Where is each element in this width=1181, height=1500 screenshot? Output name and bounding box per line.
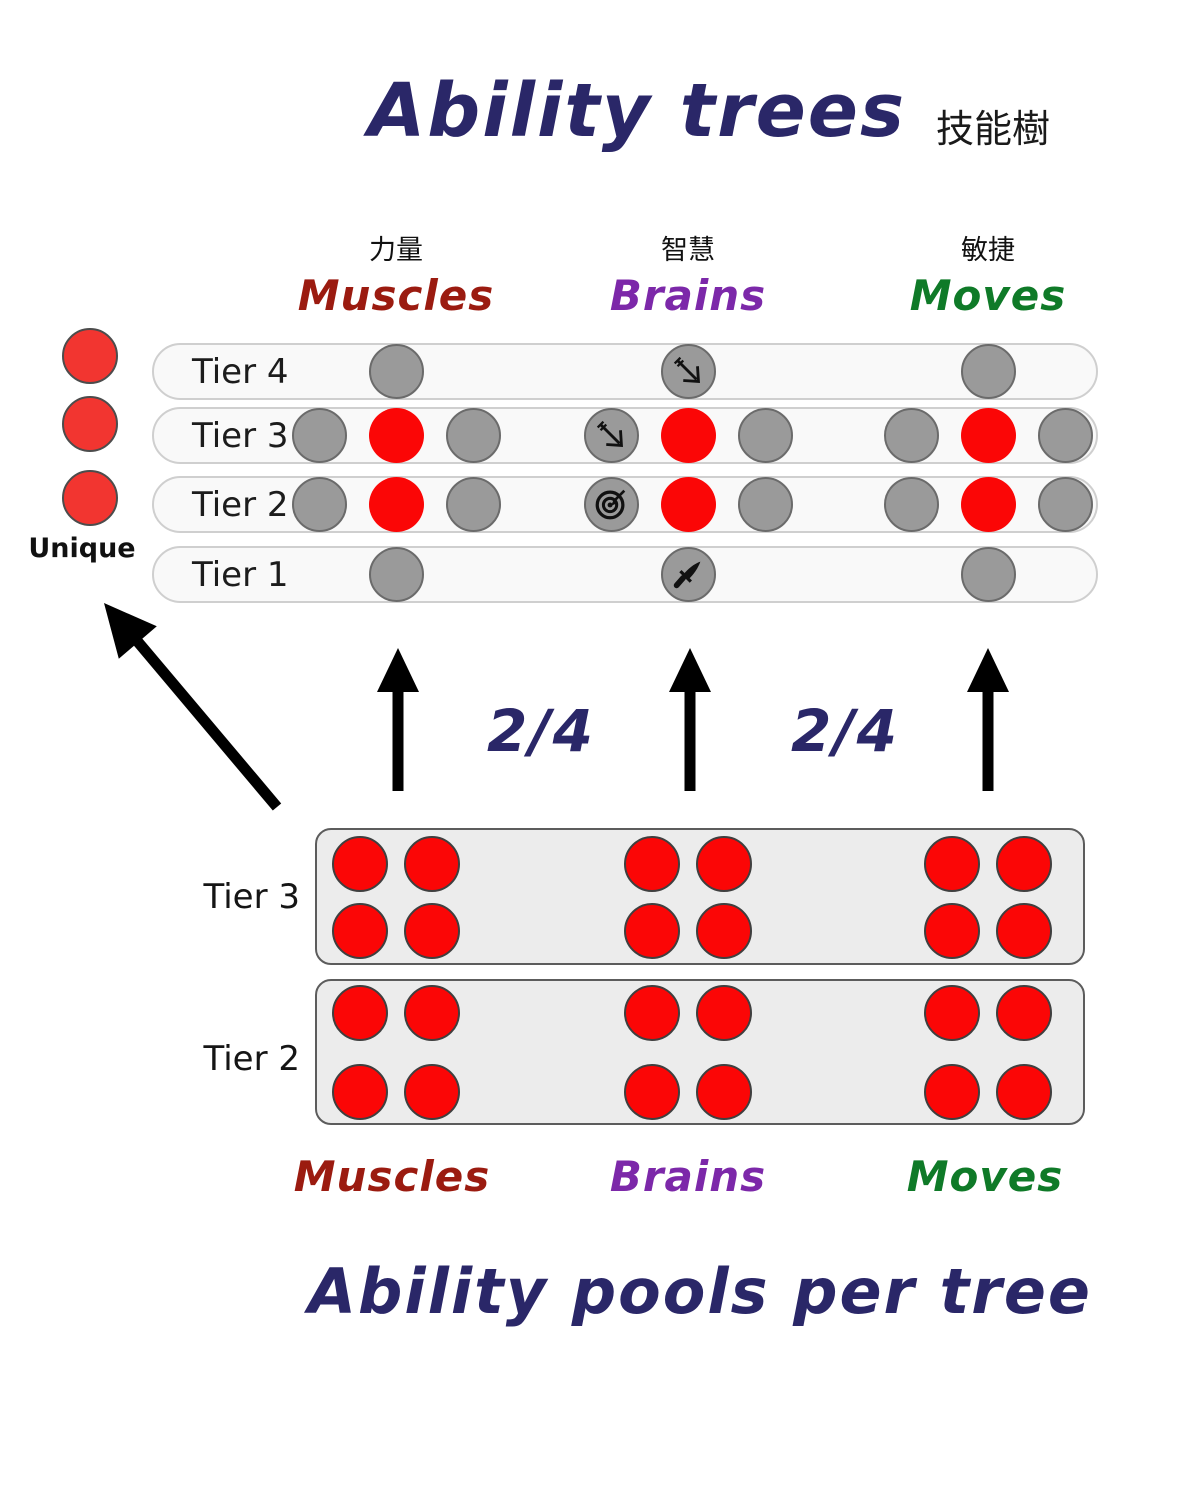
tier-row-label: Tier 1 — [192, 554, 289, 595]
column-header-muscles: 力量 Muscles — [236, 228, 556, 320]
pool-ability-dot — [404, 836, 460, 892]
ratio-label: 2/4 — [791, 697, 899, 765]
pool-ability-dot — [924, 985, 980, 1041]
pool-ability-dot — [996, 985, 1052, 1041]
gray-ability-dot — [368, 343, 424, 399]
gray-ability-dot — [737, 476, 793, 532]
pool-ability-dot — [924, 1064, 980, 1120]
red-ability-dot — [660, 407, 716, 463]
red-ability-dot — [368, 476, 424, 532]
pool-ability-dot — [996, 1064, 1052, 1120]
pool-row-label: Tier 2 — [203, 1039, 300, 1079]
tier-row-label: Tier 4 — [192, 351, 289, 392]
gray-ability-dot — [445, 407, 501, 463]
pool-ability-dot — [696, 903, 752, 959]
pool-ability-dot — [696, 1064, 752, 1120]
column-header-cjk: 敏捷 — [961, 235, 1015, 266]
page-caption: Ability pools per tree — [308, 1255, 1092, 1328]
knife-icon — [660, 546, 716, 602]
arrow-icon — [583, 407, 639, 463]
pool-ability-dot — [404, 1064, 460, 1120]
pool-ability-dot — [404, 985, 460, 1041]
pool-ability-dot — [332, 1064, 388, 1120]
pool-ability-dot — [996, 836, 1052, 892]
pool-column-label-muscles: Muscles — [293, 1152, 491, 1201]
page-title-cjk: 技能樹 — [936, 107, 1051, 151]
gray-ability-dot — [368, 546, 424, 602]
pool-ability-dot — [624, 836, 680, 892]
pool-ability-dot — [404, 903, 460, 959]
column-header-label: Moves — [909, 271, 1067, 320]
gray-ability-dot — [1037, 476, 1093, 532]
column-header-cjk: 力量 — [369, 235, 423, 266]
red-ability-dot — [368, 407, 424, 463]
pool-ability-dot — [924, 903, 980, 959]
up-arrow-muscles — [377, 648, 419, 791]
pool-ability-dot — [332, 985, 388, 1041]
title-row: Ability trees 技能樹 — [368, 74, 1050, 153]
red-ability-dot — [660, 476, 716, 532]
column-header-label: Brains — [609, 271, 767, 320]
column-header-brains: 智慧 Brains — [528, 228, 848, 320]
tier-row: Tier 1 — [152, 546, 1098, 603]
gray-ability-dot — [737, 407, 793, 463]
pool-ability-dot — [696, 836, 752, 892]
gray-ability-dot — [1037, 407, 1093, 463]
red-ability-dot — [960, 407, 1016, 463]
gray-ability-dot — [291, 476, 347, 532]
unique-label: Unique — [28, 533, 136, 564]
tier-row-label: Tier 2 — [192, 484, 289, 525]
gray-ability-dot — [883, 407, 939, 463]
column-header-moves: 敏捷 Moves — [828, 228, 1148, 320]
pool-column-label-moves: Moves — [906, 1152, 1064, 1201]
gray-ability-dot — [445, 476, 501, 532]
pool-ability-dot — [332, 903, 388, 959]
red-ability-dot — [960, 476, 1016, 532]
pool-ability-dot — [996, 903, 1052, 959]
tier-row: Tier 4 — [152, 343, 1098, 400]
arrow-icon — [660, 343, 716, 399]
target-icon — [583, 476, 639, 532]
up-arrow-brains — [669, 648, 711, 791]
pool-ability-dot — [624, 903, 680, 959]
pool-ability-dot — [696, 985, 752, 1041]
ratio-label: 2/4 — [487, 697, 595, 765]
tier-row-label: Tier 3 — [192, 415, 289, 456]
page-title: Ability trees — [368, 68, 907, 154]
pool-ability-dot — [624, 985, 680, 1041]
pool-ability-dot — [332, 836, 388, 892]
column-header-label: Muscles — [297, 271, 495, 320]
unique-arrow — [104, 603, 282, 811]
up-arrow-moves — [967, 648, 1009, 791]
gray-ability-dot — [960, 343, 1016, 399]
gray-ability-dot — [883, 476, 939, 532]
pool-row-label: Tier 3 — [203, 877, 300, 917]
pool-ability-dot — [924, 836, 980, 892]
gray-ability-dot — [291, 407, 347, 463]
gray-ability-dot — [960, 546, 1016, 602]
pool-column-label-brains: Brains — [609, 1152, 767, 1201]
unique-ability-dot — [62, 328, 118, 384]
column-header-cjk: 智慧 — [661, 235, 715, 266]
unique-ability-dot — [62, 396, 118, 452]
unique-ability-dot — [62, 470, 118, 526]
pool-ability-dot — [624, 1064, 680, 1120]
